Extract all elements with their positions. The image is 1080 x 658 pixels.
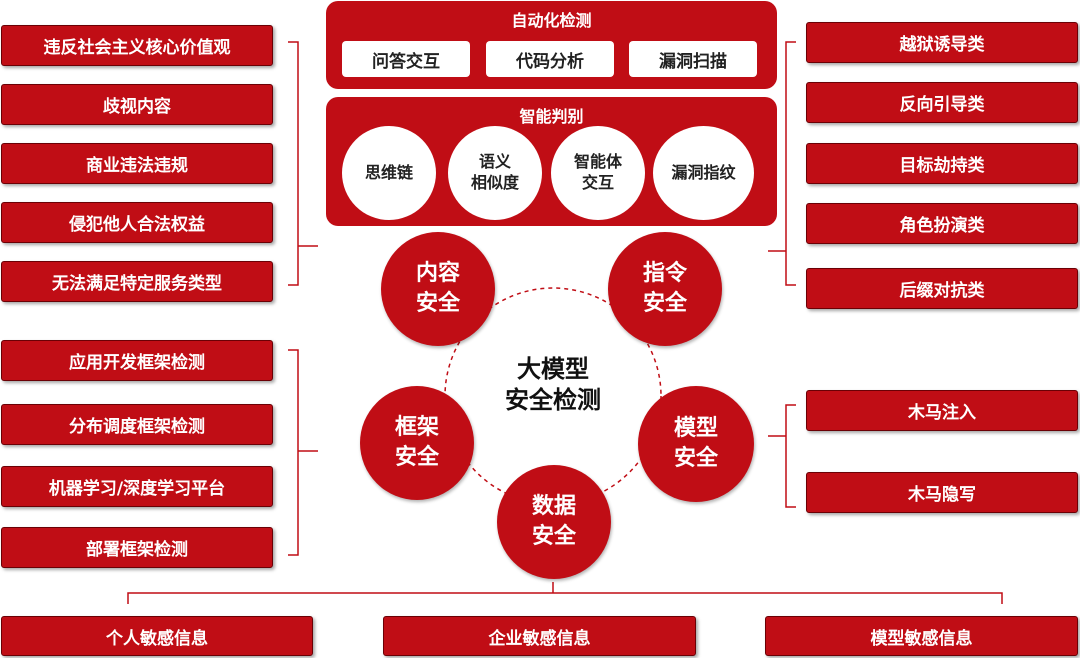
- code-analysis-pill: 代码分析: [486, 41, 614, 77]
- model-threat-item: 木马注入: [806, 390, 1078, 431]
- framework-check-item: 分布调度框架检测: [1, 404, 273, 445]
- instruction-attack-item: 角色扮演类: [806, 203, 1078, 244]
- model-security-circle: 模型 安全: [638, 386, 754, 502]
- framework-check-item: 应用开发框架检测: [1, 340, 273, 381]
- data-bracket: [127, 582, 1003, 604]
- smart-judge-panel: 智能判别 思维链 语义 相似度 智能体 交互 漏洞指纹: [326, 97, 777, 226]
- vuln-scan-pill: 漏洞扫描: [629, 41, 757, 77]
- model-threat-item: 木马隐写: [806, 472, 1078, 513]
- content-risk-item: 无法满足特定服务类型: [1, 261, 273, 302]
- instruction-attack-item: 后缀对抗类: [806, 268, 1078, 309]
- instruction-attack-item: 反向引导类: [806, 82, 1078, 123]
- smart-judge-title: 智能判别: [519, 107, 584, 126]
- content-bracket: [288, 41, 318, 286]
- content-risk-item: 违反社会主义核心价值观: [1, 25, 273, 66]
- content-security-circle: 内容 安全: [381, 232, 495, 346]
- chain-of-thought-circle: 思维链: [342, 126, 436, 220]
- content-risk-item: 侵犯他人合法权益: [1, 202, 273, 243]
- agent-interaction-circle: 智能体 交互: [551, 126, 645, 220]
- content-risk-item: 商业违法违规: [1, 143, 273, 184]
- semantic-similarity-circle: 语义 相似度: [448, 126, 542, 220]
- qa-interaction-pill: 问答交互: [342, 41, 470, 77]
- instruction-attack-item: 越狱诱导类: [806, 22, 1078, 63]
- vuln-fingerprint-circle: 漏洞指纹: [653, 126, 754, 220]
- data-type-item: 模型敏感信息: [765, 616, 1078, 656]
- auto-detect-title: 自动化检测: [511, 11, 592, 30]
- data-type-item: 个人敏感信息: [1, 616, 313, 656]
- instruction-security-circle: 指令 安全: [608, 232, 722, 346]
- auto-detect-panel: 自动化检测 问答交互 代码分析 漏洞扫描: [326, 1, 777, 89]
- framework-check-item: 部署框架检测: [1, 527, 273, 568]
- framework-bracket: [288, 349, 318, 556]
- content-risk-item: 歧视内容: [1, 84, 273, 125]
- data-security-circle: 数据 安全: [497, 465, 611, 579]
- instruction-attack-item: 目标劫持类: [806, 143, 1078, 184]
- model-bracket: [768, 404, 796, 508]
- framework-security-circle: 框架 安全: [360, 386, 474, 500]
- center-title: 大模型 安全检测: [505, 355, 601, 415]
- framework-check-item: 机器学习/深度学习平台: [1, 466, 273, 507]
- data-type-item: 企业敏感信息: [383, 616, 696, 656]
- instruction-bracket: [768, 41, 796, 286]
